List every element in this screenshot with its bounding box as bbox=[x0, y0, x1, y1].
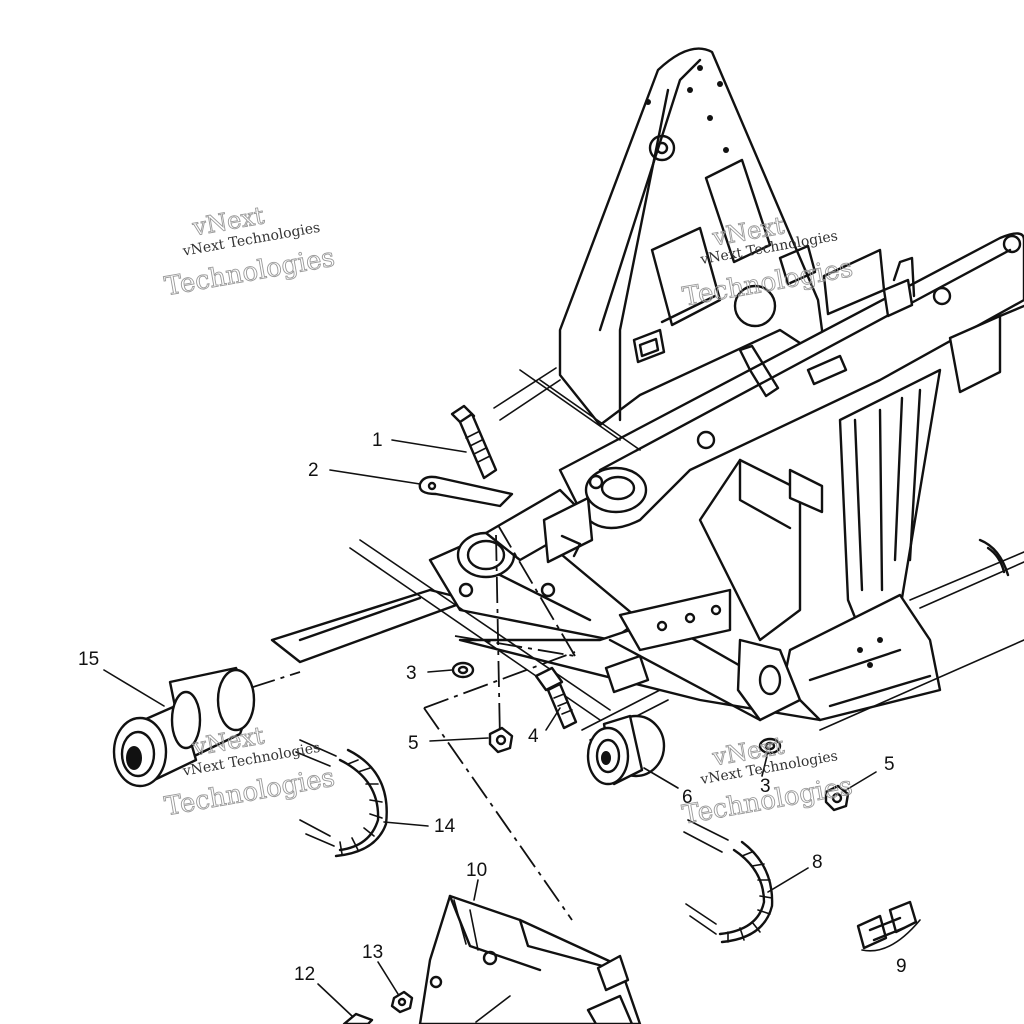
part-2-strap bbox=[418, 475, 514, 508]
callout-2: 2 bbox=[308, 460, 319, 481]
leader-lines bbox=[103, 439, 877, 1023]
part-4-bolt bbox=[534, 666, 578, 730]
part-9-chain-link bbox=[856, 900, 921, 952]
callout-9: 9 bbox=[896, 956, 907, 977]
explode-lines bbox=[249, 519, 576, 921]
frame-legs bbox=[698, 368, 942, 722]
frame-rear-panel bbox=[558, 47, 828, 427]
callout-5-right: 5 bbox=[884, 754, 895, 775]
part-3-washer-right bbox=[758, 737, 782, 755]
cross-rails bbox=[349, 367, 1024, 741]
part-3-washer-left bbox=[451, 661, 475, 679]
part-8-track-chain bbox=[683, 819, 774, 944]
part-14-track-chain bbox=[295, 739, 388, 858]
part-5-nut-left bbox=[488, 726, 514, 754]
part-5-nut-right bbox=[824, 784, 850, 812]
callout-14: 14 bbox=[434, 816, 456, 837]
callout-15: 15 bbox=[78, 649, 99, 670]
callout-6: 6 bbox=[682, 787, 693, 808]
callout-10: 10 bbox=[466, 860, 487, 881]
part-12-bolt bbox=[342, 1012, 374, 1024]
swing-arm bbox=[270, 488, 822, 722]
part-6-wheel bbox=[586, 714, 666, 786]
part-13-nut bbox=[390, 990, 414, 1014]
callout-3-left: 3 bbox=[406, 663, 417, 684]
part-15-idler-wheel bbox=[112, 666, 256, 788]
callout-8: 8 bbox=[812, 852, 823, 873]
watermark-top-left: vNext vNext Technologies Technologies bbox=[162, 201, 338, 303]
callout-labels: 1 2 3 3 4 5 5 6 8 9 10 12 13 14 15 bbox=[78, 430, 907, 985]
watermark-bottom-right: vNext vNext Technologies Technologies bbox=[680, 731, 856, 831]
callout-4: 4 bbox=[528, 726, 539, 747]
part-10-slide-rail bbox=[418, 894, 642, 1024]
part-1-bolt bbox=[450, 404, 498, 480]
frame-crossbar bbox=[558, 232, 1024, 530]
callout-5-left: 5 bbox=[408, 733, 419, 754]
callout-1: 1 bbox=[372, 430, 383, 451]
callout-12: 12 bbox=[294, 964, 315, 985]
callout-13: 13 bbox=[362, 942, 383, 963]
callout-3-right: 3 bbox=[760, 776, 771, 797]
